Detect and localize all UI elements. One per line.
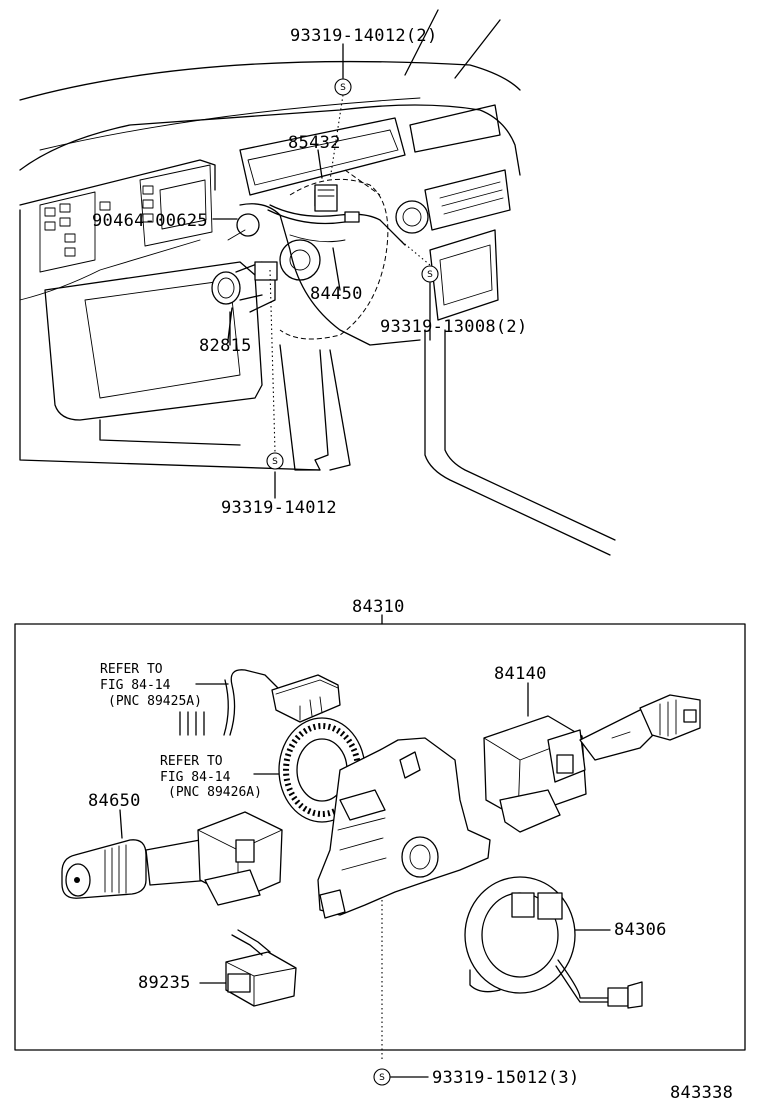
- bolt-symbol-top-letter: S: [340, 83, 346, 93]
- label-82815: 82815: [199, 336, 252, 356]
- refer2-line2: FIG 84-14: [160, 770, 231, 785]
- turn-signal-switch-84650-part: [61, 811, 283, 906]
- bolt-symbol-lower-letter: S: [272, 457, 278, 467]
- relay-89235-part: [225, 929, 297, 1007]
- bolt-symbol-right-letter: S: [427, 270, 433, 280]
- label-93319-15012-3: 93319-15012(3): [432, 1068, 580, 1088]
- bolt-symbol-bottom: S: [373, 1068, 391, 1086]
- label-93319-13008-2: 93319-13008(2): [380, 317, 528, 337]
- label-85432: 85432: [288, 133, 341, 153]
- label-89235: 89235: [138, 973, 191, 993]
- label-90464-00625: 90464-00625: [92, 211, 208, 231]
- relay-85432-part: [314, 184, 338, 212]
- connector-89425a-part: [179, 669, 341, 736]
- refer1-line2: FIG 84-14: [100, 678, 171, 693]
- instrument-panel-drawing: [19, 9, 616, 556]
- label-84306: 84306: [614, 920, 667, 940]
- figure-id: 843338: [670, 1083, 733, 1103]
- refer2-line3: (PNC 89426A): [168, 785, 262, 800]
- combination-switch-base: [317, 737, 491, 919]
- bolt-symbol-top: S: [334, 78, 352, 96]
- label-93319-14012: 93319-14012: [221, 498, 337, 518]
- leader-84650: [119, 809, 123, 839]
- assembly-frame-84310: [14, 623, 746, 1051]
- label-93319-14012-2: 93319-14012(2): [290, 26, 438, 46]
- label-84450: 84450: [310, 284, 363, 304]
- bolt-symbol-lower: S: [266, 452, 284, 470]
- bolt-symbol-right: S: [421, 265, 439, 283]
- socket-82815-part: [211, 261, 278, 341]
- refer1-line3: (PNC 89425A): [108, 694, 202, 709]
- refer1-line1: REFER TO: [100, 662, 163, 677]
- label-84310: 84310: [352, 597, 405, 617]
- leader-lines-upper: [212, 43, 431, 499]
- bolt-symbol-bottom-letter: S: [379, 1073, 385, 1083]
- label-84140: 84140: [494, 664, 547, 684]
- wiper-switch-84140-part: [483, 694, 701, 833]
- refer2-line1: REFER TO: [160, 754, 223, 769]
- label-84650: 84650: [88, 791, 141, 811]
- spiral-cable-84306-part: [464, 876, 643, 1009]
